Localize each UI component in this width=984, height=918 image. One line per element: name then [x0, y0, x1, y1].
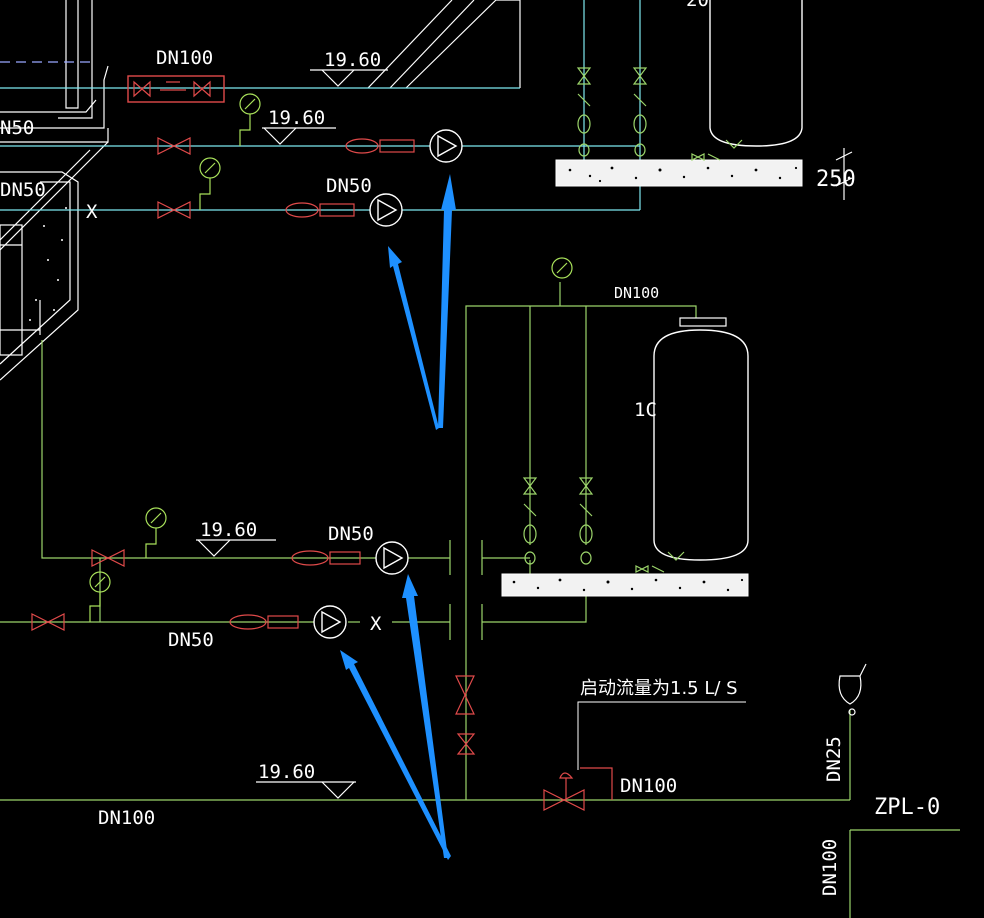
- elevation-marker-icon: [310, 69, 388, 87]
- startup-leader: [577, 701, 746, 770]
- left-structure: [0, 0, 109, 381]
- label-dn50-left: DN50: [0, 179, 46, 201]
- label-startup-flow: 启动流量为1.5 L/ S: [580, 678, 738, 699]
- label-tank-1c: 1C: [634, 399, 657, 421]
- top-valve-assembly: [127, 75, 225, 103]
- annotation-arrow-icon: [340, 650, 451, 860]
- label-dn50-lower-upper: DN50: [328, 523, 374, 545]
- lower-valve-columns: [522, 477, 685, 573]
- label-dn100-vertical: DN100: [819, 839, 841, 896]
- label-x-lower: X: [370, 613, 382, 635]
- vertical-check-valve: [455, 675, 476, 755]
- annotation-arrow-icon: [438, 174, 456, 428]
- pressure-gauges: [89, 93, 573, 622]
- label-x-upper: X: [86, 201, 98, 223]
- label-elev-main: 19.60: [258, 761, 315, 783]
- dimension-250: [835, 148, 853, 200]
- diagram-labels: DN100 19.60 19.60 DN50 DN50 N50 250 20 D…: [0, 0, 940, 896]
- upper-pressure-tank: [555, 0, 803, 187]
- pressure-gauge-icon: [145, 507, 167, 558]
- check-valve-icon: [455, 675, 475, 715]
- pipes-green: [0, 282, 960, 918]
- label-dim-250: 250: [816, 167, 856, 192]
- pressure-gauge-icon: [551, 257, 573, 279]
- gate-valves: [31, 137, 191, 631]
- elevation-markers: [196, 69, 388, 799]
- hatch-dots-left: [29, 207, 67, 321]
- pump-icon: [313, 605, 347, 639]
- upper-base-texture: [568, 166, 798, 183]
- flex-joints: [229, 138, 415, 630]
- gate-valve-icon: [157, 137, 191, 155]
- label-n50-left: N50: [0, 117, 34, 139]
- alarm-valve-icon: [543, 789, 585, 811]
- alarm-valve: [543, 767, 613, 811]
- elevation-marker-icon: [256, 781, 356, 799]
- gate-valve-icon: [31, 613, 65, 631]
- label-elev-lower-pump: 19.60: [200, 519, 257, 541]
- pipe-breaks: [449, 540, 483, 640]
- top-diagonal-structure: [367, 0, 521, 89]
- label-dn25-vertical: DN25: [823, 736, 845, 782]
- label-dn100-alarm-valve: DN100: [620, 775, 677, 797]
- label-zpl: ZPL-0: [874, 795, 940, 820]
- pump-icon: [429, 129, 463, 163]
- pressure-gauge-icon: [239, 93, 261, 146]
- annotation-arrow-icon: [388, 246, 439, 430]
- label-dn100-tank-header: DN100: [614, 284, 659, 302]
- upper-valve-columns: [576, 67, 743, 161]
- pressure-tank-icon: [709, 0, 803, 147]
- gate-valve-icon: [157, 201, 191, 219]
- sprinkler-head-icon: [838, 675, 862, 705]
- sprinkler-head: [838, 663, 867, 716]
- gate-valve-icon: [456, 733, 476, 755]
- annotation-arrows: [340, 174, 456, 860]
- elevation-marker-icon: [196, 539, 276, 557]
- label-elev-top: 19.60: [324, 49, 381, 71]
- lower-base-texture: [512, 578, 744, 592]
- label-dn50-lower: DN50: [168, 629, 214, 651]
- label-tank-top: 20: [686, 0, 709, 11]
- pipes-cyan: [0, 0, 641, 211]
- label-elev-upper-pump: 19.60: [268, 107, 325, 129]
- pumps: [313, 129, 463, 639]
- pump-icon: [375, 541, 409, 575]
- label-dn100-main: DN100: [98, 807, 155, 829]
- pressure-gauge-icon: [89, 571, 111, 622]
- elevation-marker-icon: [262, 127, 336, 145]
- pressure-gauge-icon: [199, 157, 221, 210]
- pressure-tank-icon: [653, 329, 749, 561]
- label-dn100-top: DN100: [156, 47, 213, 69]
- lower-pressure-tank: [501, 317, 749, 597]
- gate-valve-icon: [91, 549, 125, 567]
- pump-icon: [369, 193, 403, 227]
- label-dn50-upper: DN50: [326, 175, 372, 197]
- annotation-arrow-icon: [402, 574, 448, 858]
